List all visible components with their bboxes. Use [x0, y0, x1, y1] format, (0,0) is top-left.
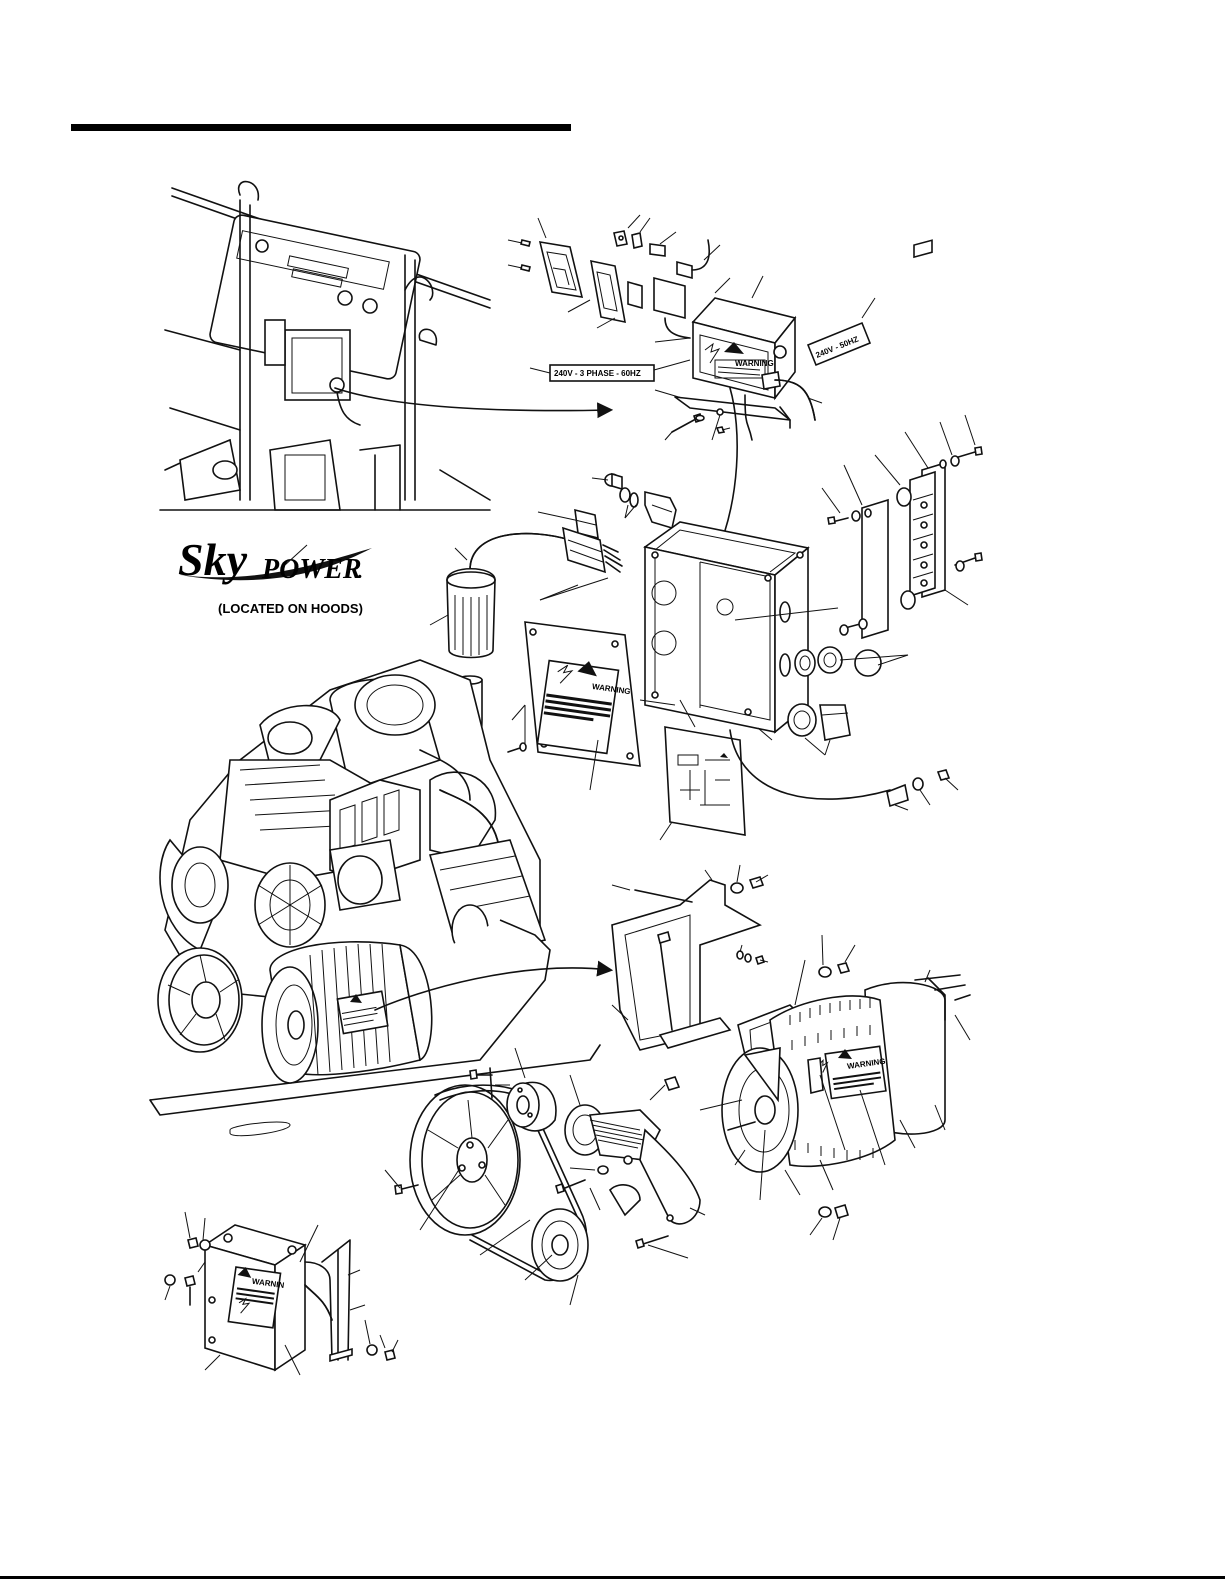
terminal-block-assembly	[822, 240, 982, 638]
generator-assembly: WARNING	[700, 970, 970, 1240]
logo-location-note: (LOCATED ON HOODS)	[218, 601, 363, 616]
footer-rule	[0, 1576, 1225, 1579]
big-junction-box: WARNING	[508, 522, 958, 840]
voltage-label-3phase: 240V - 3 PHASE - 60HZ	[530, 360, 690, 381]
pulley-belt-assembly	[385, 1048, 588, 1305]
platform-console-view	[160, 182, 610, 510]
voltage-label-50hz: 240V - 50HZ	[808, 298, 875, 365]
voltage-label-3phase-text: 240V - 3 PHASE - 60HZ	[554, 369, 641, 378]
logo-brand-prefix: Sky	[178, 534, 248, 585]
logo-brand-tm: .	[358, 561, 363, 583]
bottom-junction-box: WARNIN	[165, 1212, 398, 1375]
skypower-logo: Sky POWER . (LOCATED ON HOODS)	[178, 534, 372, 616]
logo-brand-main: POWER	[261, 554, 362, 585]
small-junction-box: WARNING	[655, 276, 822, 555]
